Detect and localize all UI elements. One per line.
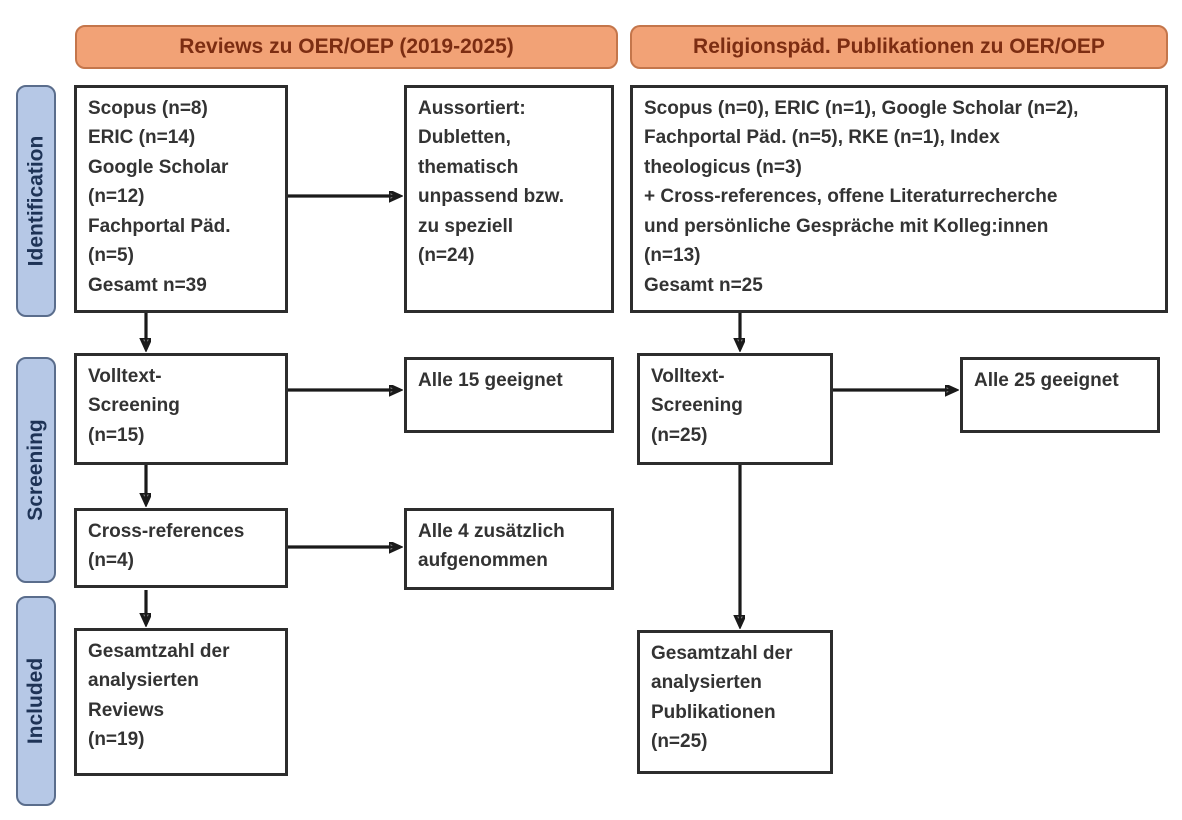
box-left-fulltext-result: Alle 15 geeignet (404, 357, 614, 433)
box-right-included-total: Gesamtzahl der analysierten Publikatione… (637, 630, 833, 774)
stage-label-screening-text: Screening (24, 419, 48, 521)
column-header-religionspaed: Religionspäd. Publikationen zu OER/OEP (630, 25, 1168, 69)
box-right-fulltext-screening: Volltext- Screening (n=25) (637, 353, 833, 465)
box-left-identification-sources: Scopus (n=8) ERIC (n=14) Google Scholar … (74, 85, 288, 313)
stage-label-included: Included (16, 596, 56, 806)
stage-label-screening: Screening (16, 357, 56, 583)
column-header-reviews: Reviews zu OER/OEP (2019-2025) (75, 25, 618, 69)
box-left-excluded: Aussortiert: Dubletten, thematisch unpas… (404, 85, 614, 313)
stage-label-identification-text: Identification (24, 135, 48, 267)
box-left-included-total: Gesamtzahl der analysierten Reviews (n=1… (74, 628, 288, 776)
box-left-crossreferences: Cross-references (n=4) (74, 508, 288, 588)
box-right-identification-sources: Scopus (n=0), ERIC (n=1), Google Scholar… (630, 85, 1168, 313)
box-left-fulltext-screening: Volltext- Screening (n=15) (74, 353, 288, 465)
stage-label-identification: Identification (16, 85, 56, 317)
box-left-crossreferences-result: Alle 4 zusätzlich aufgenommen (404, 508, 614, 590)
box-right-fulltext-result: Alle 25 geeignet (960, 357, 1160, 433)
stage-label-included-text: Included (24, 657, 47, 745)
